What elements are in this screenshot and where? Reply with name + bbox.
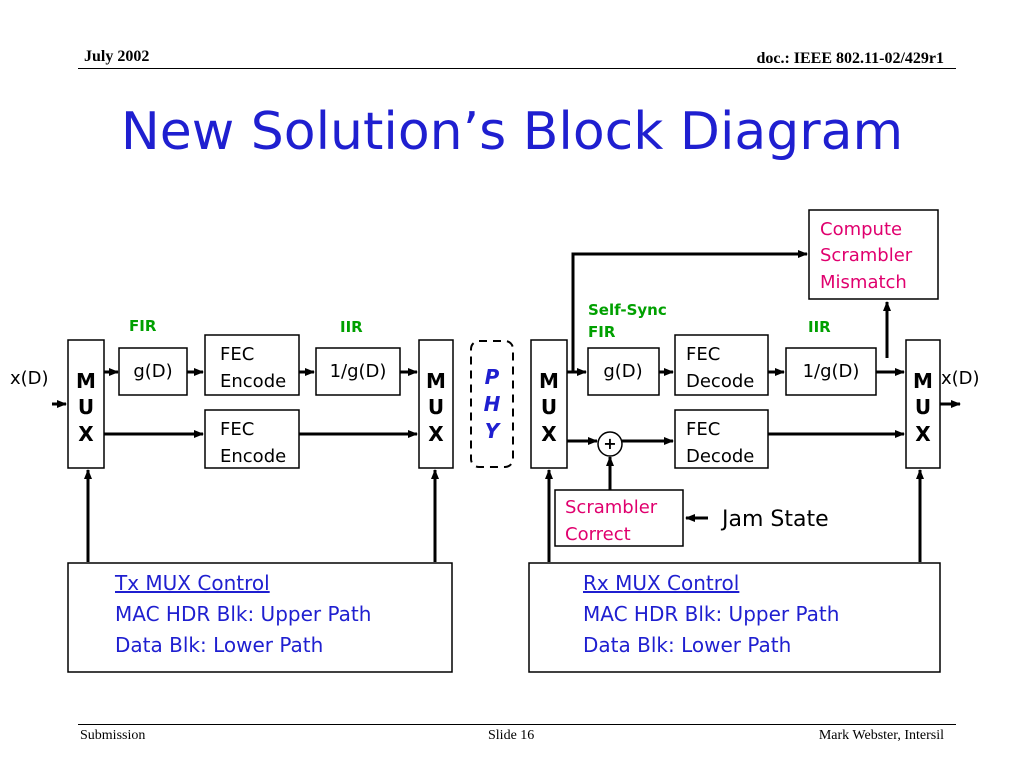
scrambler-correct-line1: Scrambler (565, 497, 658, 518)
page-title: New Solution’s Block Diagram (120, 102, 904, 162)
rx-fec-upper-line1: FEC (686, 344, 720, 365)
rx-compute-branch-arrow (571, 250, 808, 372)
tx-control-box (67, 562, 453, 673)
rx-inv-g-box (785, 347, 877, 396)
rx-g-label: g(D) (603, 361, 642, 382)
phy-y: Y (485, 419, 502, 443)
tx-mux-right-x: X (428, 422, 444, 446)
tx-g-box (118, 347, 188, 396)
rx-mux-left (530, 339, 568, 469)
compute-scrambler-box (808, 209, 939, 300)
tx-fec-lower-line2: Encode (220, 446, 286, 467)
phy-p: P (485, 365, 500, 389)
tx-inv-g-box (315, 347, 401, 396)
rx-inv-g-label: 1/g(D) (803, 361, 860, 382)
tx-fec-upper-box (204, 334, 300, 396)
scrambler-correct-box (554, 489, 684, 547)
rx-iir-label: IIR (808, 318, 831, 336)
adder-symbol: + (603, 434, 616, 453)
tx-mux-left-x: X (78, 422, 94, 446)
compute-box-line1: Compute (820, 219, 902, 240)
tx-fec-upper-line1: FEC (220, 344, 254, 365)
tx-fec-upper-line2: Encode (220, 371, 286, 392)
rx-mux-left-u: U (541, 395, 557, 419)
rx-control-box (528, 562, 941, 673)
footer-rule (78, 724, 956, 725)
rx-control-title: Rx MUX Control (583, 571, 740, 595)
tx-control-line2: Data Blk: Lower Path (115, 633, 324, 657)
footer-author: Mark Webster, Intersil (818, 728, 944, 743)
adder-circle (597, 431, 623, 457)
footer-submission: Submission (80, 728, 146, 743)
tx-control-text: Tx MUX Control MAC HDR Blk: Upper Path D… (115, 568, 371, 661)
rx-mux-right-x: X (915, 422, 931, 446)
jam-state-label: Jam State (720, 507, 829, 532)
rx-output-label: x(D) (941, 368, 980, 389)
tx-fec-lower-box (204, 409, 300, 469)
header-date: July 2002 (84, 48, 150, 65)
rx-selfsync-label-line2: FIR (588, 323, 616, 341)
tx-control-line1: MAC HDR Blk: Upper Path (115, 602, 372, 626)
rx-control-text: Rx MUX Control MAC HDR Blk: Upper Path D… (583, 568, 839, 661)
compute-box-line2: Scrambler (820, 245, 913, 266)
tx-mux-left-m: M (76, 369, 96, 393)
tx-mux-right-u: U (428, 395, 444, 419)
header-rule (78, 68, 956, 69)
rx-fec-lower-line2: Decode (686, 446, 754, 467)
tx-input-label: x(D) (10, 368, 49, 389)
rx-selfsync-label-line1: Self-Sync (588, 301, 667, 319)
phy-box (470, 340, 514, 468)
rx-control-line2: Data Blk: Lower Path (583, 633, 792, 657)
scrambler-correct-line2: Correct (565, 524, 631, 545)
rx-mux-left-m: M (539, 369, 559, 393)
header-doc-id: doc.: IEEE 802.11-02/429r1 (756, 50, 944, 67)
tx-control-title: Tx MUX Control (115, 571, 270, 595)
tx-iir-label: IIR (340, 318, 363, 336)
rx-mux-left-x: X (541, 422, 557, 446)
compute-box-line3: Mismatch (820, 272, 907, 293)
rx-mux-right-u: U (915, 395, 931, 419)
rx-fec-lower-line1: FEC (686, 419, 720, 440)
tx-fec-lower-line1: FEC (220, 419, 254, 440)
rx-control-line1: MAC HDR Blk: Upper Path (583, 602, 840, 626)
tx-mux-right (418, 339, 454, 469)
footer-slide-number: Slide 16 (488, 728, 535, 743)
rx-g-box (587, 347, 660, 396)
rx-fec-upper-box (674, 334, 769, 396)
rx-mux-right (905, 339, 941, 469)
phy-h: H (484, 392, 501, 416)
tx-mux-left-u: U (78, 395, 94, 419)
rx-mux-right-m: M (913, 369, 933, 393)
tx-inv-g-label: 1/g(D) (330, 361, 387, 382)
tx-mux-left (67, 339, 105, 469)
rx-fec-lower-box (674, 409, 769, 469)
tx-mux-right-m: M (426, 369, 446, 393)
rx-fec-upper-line2: Decode (686, 371, 754, 392)
tx-g-label: g(D) (133, 361, 172, 382)
tx-fir-label: FIR (129, 317, 157, 335)
